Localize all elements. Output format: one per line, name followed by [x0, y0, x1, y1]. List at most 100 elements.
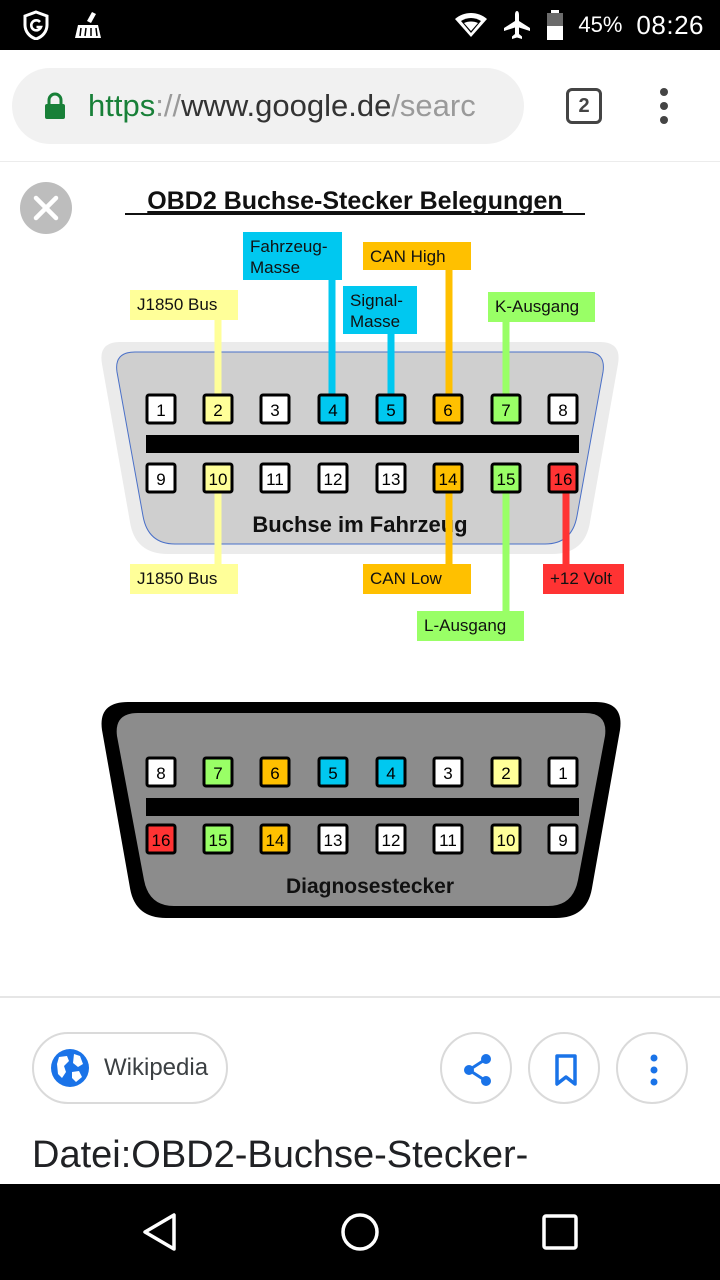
- socket-pin-number: 4: [328, 401, 337, 420]
- obd2-diagram: OBD2 Buchse-Stecker Belegungen Buchse im…: [101, 187, 624, 918]
- socket-pin-number: 1: [156, 401, 165, 420]
- pin-label-text: Signal-: [350, 291, 403, 310]
- url-host: www.google.de: [181, 88, 392, 123]
- plug-pin-number: 13: [324, 831, 343, 850]
- pin-7-label: K-Ausgang: [488, 292, 595, 322]
- globe-icon: [51, 1049, 89, 1087]
- plug-pin-number: 6: [270, 764, 279, 783]
- plug-pin-number: 10: [497, 831, 516, 850]
- cleaner-broom-icon: [75, 12, 101, 38]
- pin-label-text: CAN Low: [370, 569, 443, 588]
- socket-pin-1: 1: [145, 393, 177, 425]
- plug-pin-2: 2: [490, 756, 522, 788]
- home-icon[interactable]: [340, 1212, 380, 1252]
- overflow-menu-icon[interactable]: [650, 86, 678, 126]
- wire-group: [214, 270, 570, 611]
- socket-pin-7: 7: [490, 393, 522, 425]
- socket-pin-number: 16: [554, 470, 573, 489]
- socket-pin-5: 5: [375, 393, 407, 425]
- socket-pin-3: 3: [259, 393, 291, 425]
- bookmark-icon: [555, 1054, 577, 1086]
- pin-label-text: Masse: [250, 258, 300, 277]
- address-bar[interactable]: https://www.google.de/searc: [12, 68, 524, 144]
- plug-pin-number: 16: [152, 831, 171, 850]
- socket-pin-number: 10: [209, 470, 228, 489]
- pin-label-text: CAN High: [370, 247, 446, 266]
- plug-pin-number: 3: [443, 764, 452, 783]
- socket-pin-number: 6: [443, 401, 452, 420]
- plug-pin-number: 2: [501, 764, 510, 783]
- plug-pin-number: 4: [386, 764, 395, 783]
- socket-pin-14: 14: [432, 462, 464, 494]
- source-label: Wikipedia: [104, 1054, 209, 1081]
- more-vert-icon: [650, 1054, 658, 1086]
- wire-pin-5: [387, 334, 395, 395]
- plug-pin-number: 1: [558, 764, 567, 783]
- airplane-mode-icon: [504, 11, 531, 39]
- source-chip[interactable]: Wikipedia: [32, 1032, 228, 1104]
- lock-icon: [45, 92, 65, 119]
- plug-divider: [146, 798, 579, 816]
- pin-16-label: +12 Volt: [543, 564, 624, 594]
- pin-label-text: Fahrzeug-: [250, 237, 327, 256]
- wire-pin-6: [445, 270, 453, 395]
- share-icon: [464, 1054, 491, 1086]
- socket-pin-number: 12: [324, 470, 343, 489]
- plug-pin-9: 9: [547, 823, 579, 855]
- url-text: https://www.google.de/searc: [88, 88, 476, 124]
- plug-pin-3: 3: [432, 756, 464, 788]
- plug-pin-1: 1: [547, 756, 579, 788]
- wire-pin-2: [214, 320, 222, 395]
- plug-pin-number: 9: [558, 831, 567, 850]
- socket-pin-number: 2: [213, 401, 222, 420]
- image-viewer: OBD2 Buchse-Stecker Belegungen Buchse im…: [0, 162, 720, 996]
- pin-label-text: K-Ausgang: [495, 297, 579, 316]
- pin-label-text: Masse: [350, 312, 400, 331]
- pin-15-label: L-Ausgang: [417, 611, 524, 641]
- wifi-icon: [455, 13, 488, 37]
- battery-percent: 45%: [578, 12, 623, 37]
- bookmark-button[interactable]: [528, 1032, 600, 1104]
- share-button[interactable]: [440, 1032, 512, 1104]
- tab-switcher-button[interactable]: 2: [566, 88, 602, 124]
- plug-pin-number: 8: [156, 764, 165, 783]
- pin-label-text: +12 Volt: [550, 569, 612, 588]
- socket-pin-number: 9: [156, 470, 165, 489]
- pin-2-label: J1850 Bus: [130, 290, 238, 320]
- wire-pin-14: [445, 492, 453, 564]
- socket-pin-number: 8: [558, 401, 567, 420]
- plug-pin-number: 7: [213, 764, 222, 783]
- socket-pin-9: 9: [145, 462, 177, 494]
- pin-label-text: J1850 Bus: [137, 295, 217, 314]
- socket-pin-16: 16: [547, 462, 579, 494]
- plug-pin-15: 15: [202, 823, 234, 855]
- socket-pin-12: 12: [317, 462, 349, 494]
- plug-pin-10: 10: [490, 823, 522, 855]
- browser-toolbar: https://www.google.de/searc 2: [0, 50, 720, 162]
- wire-pin-7: [502, 322, 510, 395]
- shield-g-icon: [23, 10, 49, 40]
- wire-pin-15: [502, 492, 510, 611]
- plug-pin-number: 12: [382, 831, 401, 850]
- socket-pin-6: 6: [432, 393, 464, 425]
- socket-pin-11: 11: [259, 462, 291, 494]
- socket-pin-number: 3: [270, 401, 279, 420]
- more-options-button[interactable]: [616, 1032, 688, 1104]
- close-button[interactable]: [20, 182, 72, 234]
- navigation-bar: [0, 1184, 720, 1280]
- socket-pin-number: 14: [439, 470, 458, 489]
- pin-label-text: J1850 Bus: [137, 569, 217, 588]
- back-icon[interactable]: [140, 1212, 180, 1252]
- plug-pin-14: 14: [259, 823, 291, 855]
- status-bar: 45% 08:26: [0, 0, 720, 50]
- image-title: Datei:OBD2-Buchse-Stecker-: [32, 1134, 529, 1176]
- pin-label-text: L-Ausgang: [424, 616, 506, 635]
- pin-14-label: CAN Low: [363, 564, 471, 594]
- plug-pin-13: 13: [317, 823, 349, 855]
- plug-pin-5: 5: [317, 756, 349, 788]
- recents-icon[interactable]: [542, 1212, 578, 1252]
- pin-5-label: Signal- Masse: [343, 286, 417, 334]
- plug-pin-number: 11: [439, 831, 457, 850]
- plug-label: Diagnosestecker: [286, 875, 454, 898]
- plug-pin-7: 7: [202, 756, 234, 788]
